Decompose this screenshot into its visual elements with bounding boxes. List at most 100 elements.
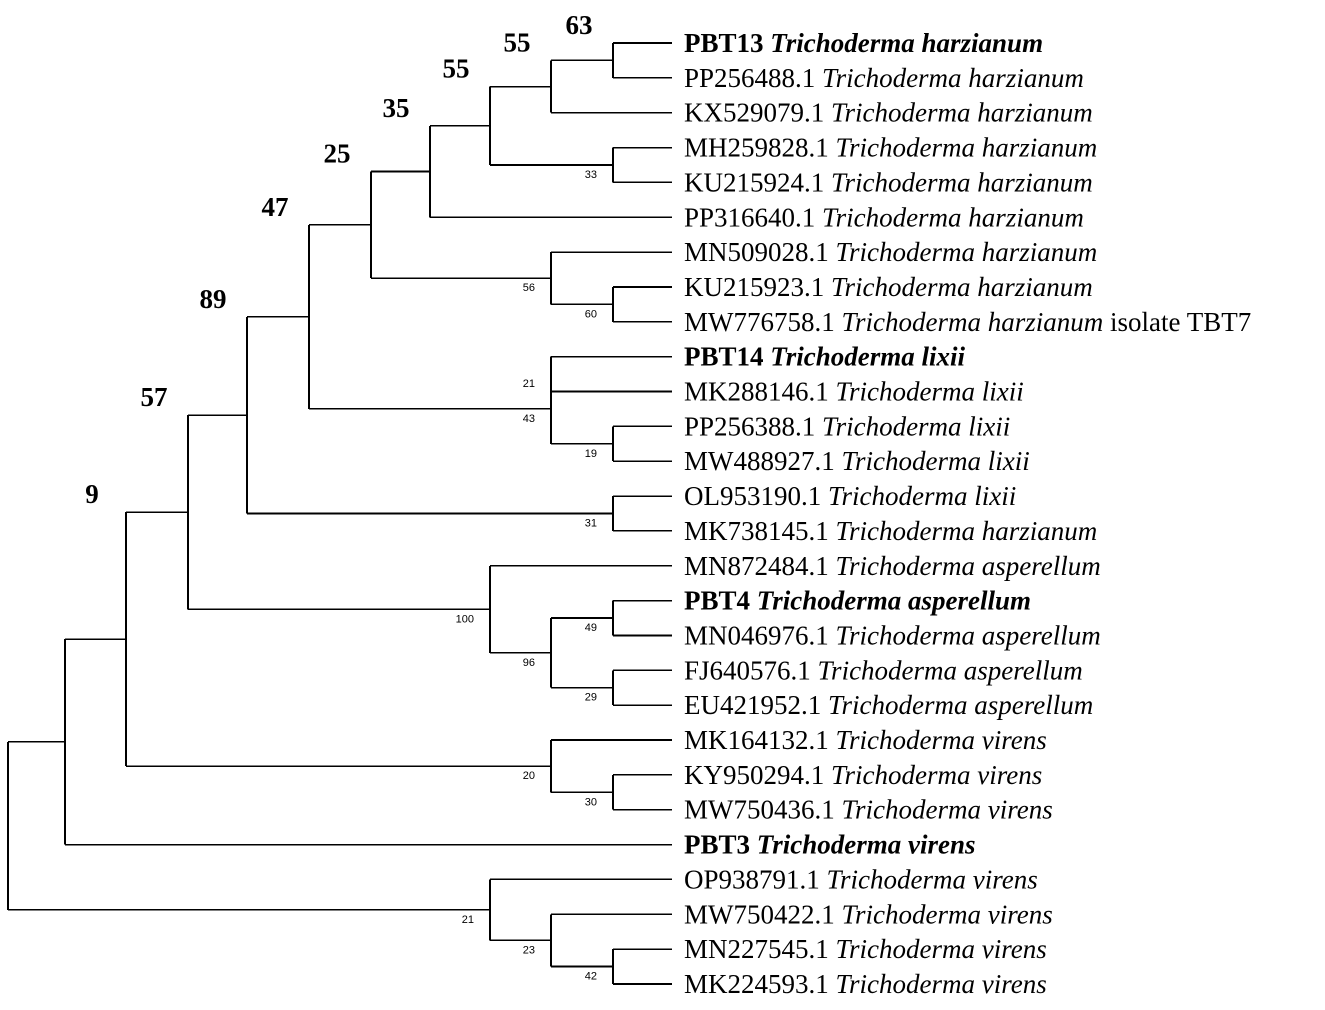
leaf-accession: MW776758.1 (684, 307, 842, 337)
bootstrap-value: 100 (456, 613, 474, 625)
leaf-label: KU215923.1 Trichoderma harzianum (684, 272, 1093, 302)
leaf-accession: PBT3 (684, 830, 757, 860)
leaf-accession: KU215923.1 (684, 272, 831, 302)
leaf-accession: KX529079.1 (684, 98, 831, 128)
leaf-label: PP316640.1 Trichoderma harzianum (684, 202, 1084, 232)
bootstrap-value: 25 (324, 139, 351, 169)
bootstrap-value: 9 (85, 479, 99, 509)
leaf-label: MK164132.1 Trichoderma virens (684, 725, 1047, 755)
leaf-accession: EU421952.1 (684, 690, 828, 720)
leaf-label: MH259828.1 Trichoderma harzianum (684, 133, 1097, 163)
bootstrap-value: 63 (566, 10, 593, 40)
leaf-label: OL953190.1 Trichoderma lixii (684, 481, 1016, 511)
leaf-label: PP256488.1 Trichoderma harzianum (684, 63, 1084, 93)
leaf-species: Trichoderma virens (836, 934, 1047, 964)
leaf-accession: MK224593.1 (684, 969, 836, 999)
leaf-accession: PP256388.1 (684, 411, 822, 441)
leaf-species: Trichoderma harzianum (836, 516, 1098, 546)
leaf-label: PBT13 Trichoderma harzianum (684, 28, 1043, 58)
leaf-label: MK288146.1 Trichoderma lixii (684, 377, 1024, 407)
leaf-accession: MN509028.1 (684, 237, 836, 267)
leaf-species: Trichoderma harzianum (822, 202, 1084, 232)
leaf-accession: PBT14 (684, 342, 770, 372)
tree-labels: 6355335535605625211943473189492996100573… (85, 10, 1251, 999)
leaf-species: Trichoderma harzianum (770, 28, 1043, 58)
leaf-species: Trichoderma lixii (822, 411, 1010, 441)
leaf-species: Trichoderma virens (842, 899, 1053, 929)
bootstrap-value: 43 (523, 413, 535, 425)
bootstrap-value: 55 (504, 27, 531, 57)
bootstrap-value: 21 (462, 914, 474, 926)
leaf-label: EU421952.1 Trichoderma asperellum (684, 690, 1093, 720)
leaf-species: Trichoderma harzianum (836, 133, 1098, 163)
leaf-accession: MN872484.1 (684, 551, 836, 581)
bootstrap-value: 55 (443, 54, 470, 84)
bootstrap-value: 56 (523, 282, 535, 294)
bootstrap-value: 49 (585, 622, 597, 634)
leaf-species: Trichoderma virens (831, 760, 1042, 790)
leaf-species: Trichoderma asperellum (818, 655, 1083, 685)
leaf-accession: MK738145.1 (684, 516, 836, 546)
leaf-species: Trichoderma lixii (828, 481, 1016, 511)
bootstrap-value: 31 (585, 517, 597, 529)
leaf-label: PP256388.1 Trichoderma lixii (684, 411, 1010, 441)
leaf-accession: MW488927.1 (684, 446, 842, 476)
leaf-label: KY950294.1 Trichoderma virens (684, 760, 1042, 790)
leaf-accession: MH259828.1 (684, 133, 836, 163)
leaf-species: Trichoderma harzianum (836, 237, 1098, 267)
leaf-species: Trichoderma virens (757, 830, 976, 860)
leaf-species: Trichoderma harzianum (831, 272, 1093, 302)
leaf-accession: MN046976.1 (684, 620, 836, 650)
leaf-species: Trichoderma harzianum (822, 63, 1084, 93)
leaf-species: Trichoderma virens (836, 725, 1047, 755)
leaf-label: KU215924.1 Trichoderma harzianum (684, 167, 1093, 197)
leaf-accession: KY950294.1 (684, 760, 831, 790)
leaf-accession: MK288146.1 (684, 377, 836, 407)
leaf-accession: OL953190.1 (684, 481, 828, 511)
bootstrap-value: 29 (585, 692, 597, 704)
leaf-label: MN227545.1 Trichoderma virens (684, 934, 1047, 964)
leaf-label: KX529079.1 Trichoderma harzianum (684, 98, 1093, 128)
leaf-label: MK738145.1 Trichoderma harzianum (684, 516, 1097, 546)
bootstrap-value: 60 (585, 308, 597, 320)
leaf-species: Trichoderma virens (842, 795, 1053, 825)
leaf-species: Trichoderma asperellum (828, 690, 1093, 720)
leaf-label: MW750436.1 Trichoderma virens (684, 795, 1053, 825)
leaf-accession: KU215924.1 (684, 167, 831, 197)
leaf-label: PBT4 Trichoderma asperellum (684, 586, 1031, 616)
leaf-species: Trichoderma harzianum (842, 307, 1104, 337)
leaf-suffix: isolate TBT7 (1103, 307, 1251, 337)
leaf-label: OP938791.1 Trichoderma virens (684, 864, 1038, 894)
bootstrap-value: 21 (523, 378, 535, 390)
bootstrap-value: 57 (141, 382, 168, 412)
leaf-accession: MW750422.1 (684, 899, 842, 929)
bootstrap-value: 89 (200, 284, 227, 314)
leaf-accession: FJ640576.1 (684, 655, 818, 685)
leaf-accession: PBT13 (684, 28, 770, 58)
leaf-accession: PP316640.1 (684, 202, 822, 232)
leaf-species: Trichoderma lixii (842, 446, 1030, 476)
leaf-species: Trichoderma harzianum (831, 98, 1093, 128)
leaf-label: MW750422.1 Trichoderma virens (684, 899, 1053, 929)
leaf-label: PBT3 Trichoderma virens (684, 830, 976, 860)
leaf-accession: MW750436.1 (684, 795, 842, 825)
tree-branches (7, 42, 672, 985)
leaf-label: MK224593.1 Trichoderma virens (684, 969, 1047, 999)
leaf-label: FJ640576.1 Trichoderma asperellum (684, 655, 1083, 685)
bootstrap-value: 23 (523, 944, 535, 956)
leaf-label: MW776758.1 Trichoderma harzianum isolate… (684, 307, 1251, 337)
bootstrap-value: 30 (585, 796, 597, 808)
bootstrap-value: 20 (523, 770, 535, 782)
leaf-accession: MK164132.1 (684, 725, 836, 755)
leaf-species: Trichoderma harzianum (831, 167, 1093, 197)
leaf-accession: OP938791.1 (684, 864, 827, 894)
bootstrap-value: 96 (523, 657, 535, 669)
leaf-species: Trichoderma asperellum (836, 620, 1101, 650)
leaf-species: Trichoderma lixii (836, 377, 1024, 407)
leaf-label: MN872484.1 Trichoderma asperellum (684, 551, 1101, 581)
bootstrap-value: 33 (585, 169, 597, 181)
leaf-label: MN046976.1 Trichoderma asperellum (684, 620, 1101, 650)
leaf-accession: PP256488.1 (684, 63, 822, 93)
leaf-species: Trichoderma asperellum (836, 551, 1101, 581)
